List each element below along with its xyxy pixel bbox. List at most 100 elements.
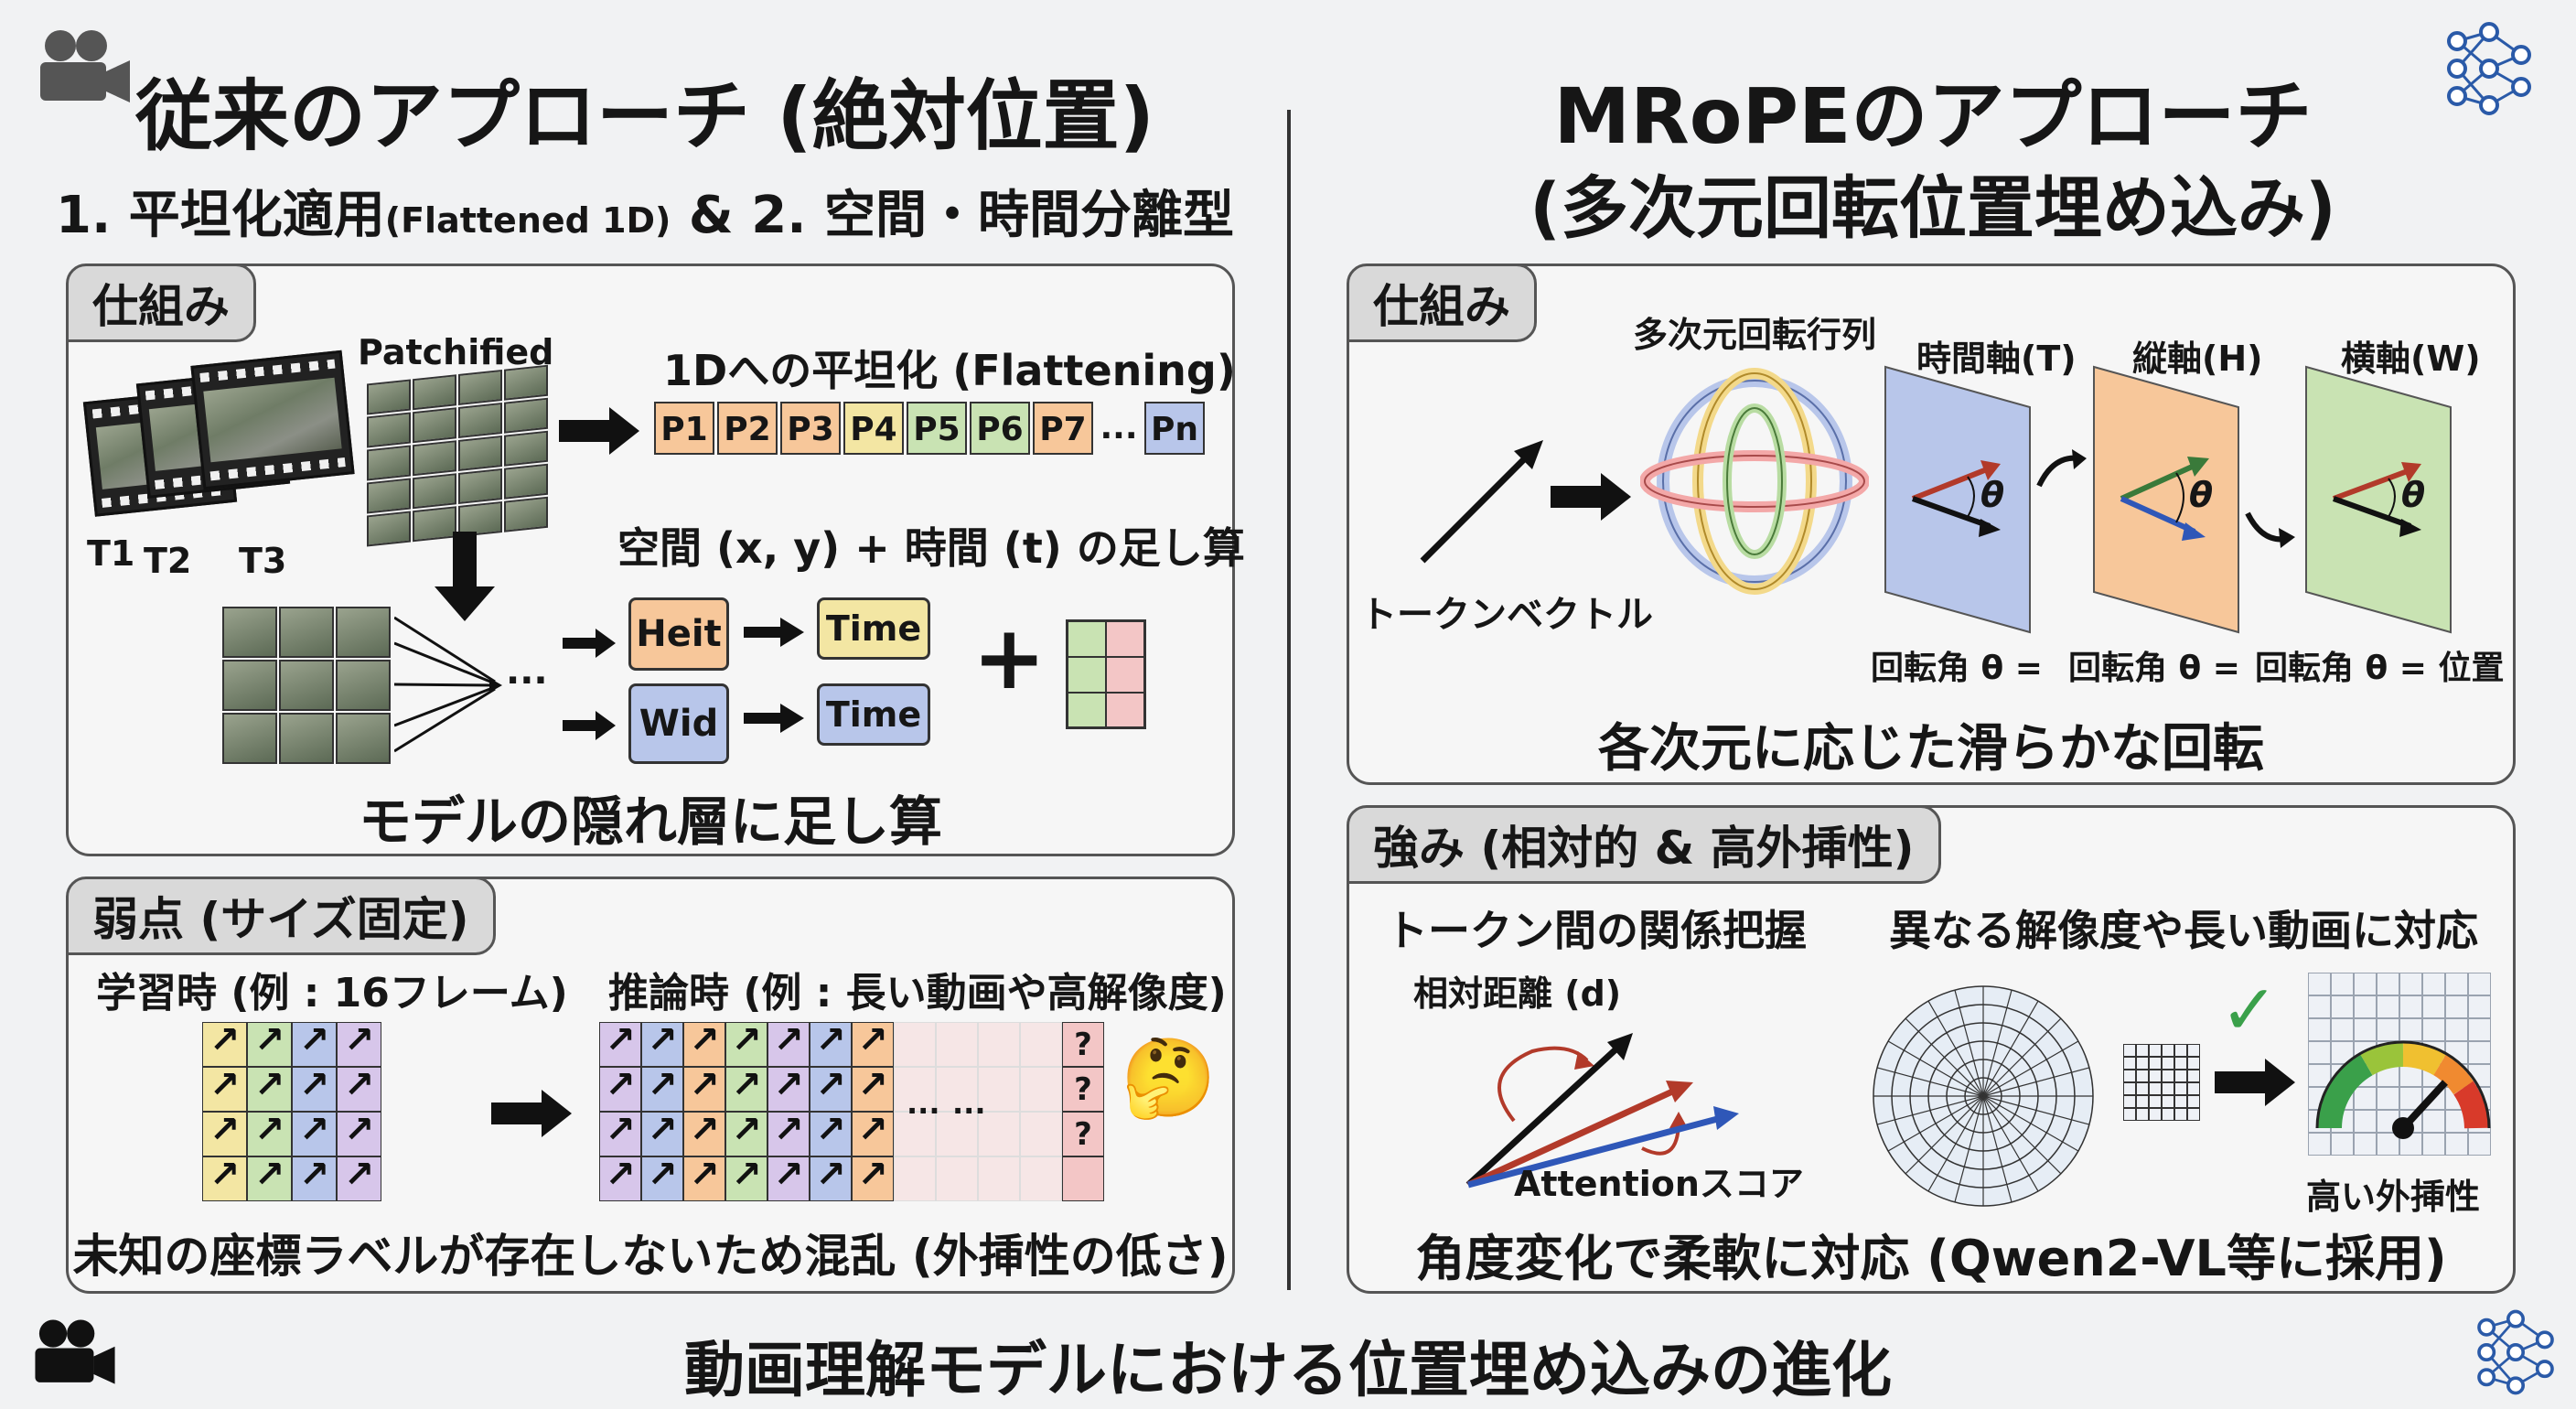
gauge-grid-cell bbox=[2308, 1133, 2331, 1156]
wid-box: Wid bbox=[628, 683, 729, 764]
spatial-thumb bbox=[336, 713, 391, 764]
small-grid-cell bbox=[2149, 1082, 2162, 1095]
train-cell bbox=[337, 1109, 381, 1156]
train-cell bbox=[247, 1109, 292, 1156]
infer-cell bbox=[810, 1154, 852, 1201]
small-grid-icon bbox=[2123, 1044, 2200, 1121]
small-grid-cell bbox=[2162, 1044, 2174, 1057]
infer-cell bbox=[767, 1154, 810, 1201]
small-grid-cell bbox=[2136, 1070, 2149, 1082]
small-grid-cell bbox=[2149, 1044, 2162, 1057]
right-arrow-icon bbox=[1551, 473, 1631, 521]
small-grid-cell bbox=[2187, 1044, 2200, 1057]
train-cell bbox=[247, 1154, 292, 1201]
gauge-grid-cell bbox=[2308, 1018, 2331, 1041]
polar-spoke bbox=[1876, 1095, 1984, 1125]
infer-cell bbox=[725, 1154, 767, 1201]
patch-thumb bbox=[367, 412, 411, 448]
infer-cell bbox=[683, 1064, 725, 1112]
gauge-grid-cell bbox=[2445, 973, 2468, 995]
infer-cell bbox=[641, 1019, 683, 1067]
left-mech-tab: 仕組み bbox=[66, 264, 256, 342]
infer-grid: ???...... bbox=[599, 1019, 1104, 1201]
gauge-grid-cell bbox=[2445, 1018, 2468, 1041]
arrow-wid-to-time bbox=[744, 704, 804, 733]
gauge-grid-cell bbox=[2354, 1110, 2377, 1133]
polar-spoke bbox=[1982, 1095, 2039, 1192]
small-grid-cell bbox=[2162, 1070, 2174, 1082]
polar-spoke bbox=[1905, 1017, 1984, 1097]
sum-result-grid bbox=[1066, 619, 1146, 729]
polar-spoke bbox=[1982, 1095, 2062, 1175]
small-grid-cell bbox=[2123, 1082, 2136, 1095]
time-axis-plane bbox=[1884, 365, 2031, 634]
infer-cell bbox=[599, 1154, 641, 1201]
train-grid bbox=[202, 1019, 381, 1201]
patch-thumb bbox=[504, 496, 548, 532]
left-mechanism-panel: 仕組み T1 T2 T3 Patchified 1Dへの平坦化 (Flatten… bbox=[66, 264, 1245, 856]
polar-spoke bbox=[1982, 1095, 2079, 1152]
patch-token-2: P2 bbox=[717, 402, 778, 455]
check-icon: ✓ bbox=[2220, 969, 2279, 1050]
small-grid-cell bbox=[2187, 1057, 2200, 1070]
infer-label: 推論時 (例 : 長い動画や高解像度) bbox=[608, 970, 1227, 1016]
unknown-position-marker: ? bbox=[1062, 1112, 1104, 1156]
polar-spoke bbox=[1954, 1095, 1984, 1203]
arrow-heit-to-time bbox=[744, 618, 804, 647]
right-title: MRoPEのアプローチ bbox=[1553, 71, 2313, 161]
gauge-grid-cell bbox=[2308, 995, 2331, 1018]
train-cell bbox=[292, 1019, 337, 1067]
unknown-cell bbox=[978, 1022, 1020, 1067]
polar-spoke bbox=[1982, 1017, 2062, 1097]
patch-token-7: P7 bbox=[1033, 402, 1093, 455]
theta-h: θ bbox=[2189, 475, 2214, 515]
patch-thumb bbox=[367, 511, 411, 547]
unknown-cell bbox=[936, 1112, 978, 1156]
patch-thumb bbox=[367, 478, 411, 514]
patch-thumb bbox=[458, 435, 502, 471]
patch-token-5: P5 bbox=[907, 402, 967, 455]
token-vector-label: トークンベクトル bbox=[1360, 594, 1653, 636]
flatten-title: 1Dへの平坦化 (Flattening) bbox=[663, 346, 1236, 395]
small-grid-cell bbox=[2174, 1057, 2187, 1070]
train-cell bbox=[247, 1064, 292, 1112]
left-subtitle: 1. 平坦化適用(Flattened 1D) & 2. 空間・時間分離型 bbox=[0, 174, 1290, 248]
weakness-tab: 弱点 (サイズ固定) bbox=[66, 877, 496, 955]
unknown-cell bbox=[936, 1022, 978, 1067]
neural-network-icon bbox=[2447, 22, 2531, 115]
gauge-grid-cell bbox=[2422, 1018, 2445, 1041]
gauge-grid-cell bbox=[2445, 995, 2468, 1018]
polar-spoke bbox=[1954, 989, 1984, 1097]
polar-grid-icon bbox=[1873, 985, 2094, 1207]
gauge-grid-cell bbox=[2468, 995, 2491, 1018]
infer-cell bbox=[767, 1019, 810, 1067]
gauge-grid-cell bbox=[2422, 1110, 2445, 1133]
polar-spoke bbox=[1887, 1040, 1984, 1097]
unknown-cell bbox=[1020, 1156, 1062, 1201]
strength-tab: 強み (相対的 & 高外挿性) bbox=[1347, 805, 1941, 884]
patch-thumb bbox=[458, 468, 502, 504]
small-grid-cell bbox=[2123, 1057, 2136, 1070]
infer-cell bbox=[641, 1064, 683, 1112]
angle-label-h: 回転角 θ = bbox=[2068, 650, 2240, 687]
infer-cell bbox=[852, 1109, 894, 1156]
left-subtitle-a: 1. 平坦化適用 bbox=[55, 186, 385, 245]
angle-label-w: 回転角 θ = 位置 bbox=[2255, 650, 2505, 687]
unknown-cell bbox=[1020, 1067, 1062, 1112]
theta-t: θ bbox=[1980, 475, 2005, 515]
axis-label-w: 横軸(W) bbox=[2341, 339, 2481, 379]
time-box-bottom: Time bbox=[817, 683, 930, 746]
left-subtitle-small: (Flattened 1D) bbox=[384, 200, 671, 241]
small-grid-cell bbox=[2162, 1108, 2174, 1121]
patch-token-4: P4 bbox=[843, 402, 904, 455]
unknown-cell bbox=[936, 1156, 978, 1201]
train-label: 学習時 (例 : 16フレーム) bbox=[96, 970, 568, 1016]
gauge-grid-cell bbox=[2331, 973, 2354, 995]
patch-thumb bbox=[504, 397, 548, 434]
unknown-cell bbox=[894, 1067, 936, 1112]
patch-thumb bbox=[458, 369, 502, 405]
gauge-grid-cell bbox=[2354, 1087, 2377, 1110]
gauge-grid-cell bbox=[2377, 995, 2399, 1018]
spatial-thumb bbox=[279, 713, 334, 764]
